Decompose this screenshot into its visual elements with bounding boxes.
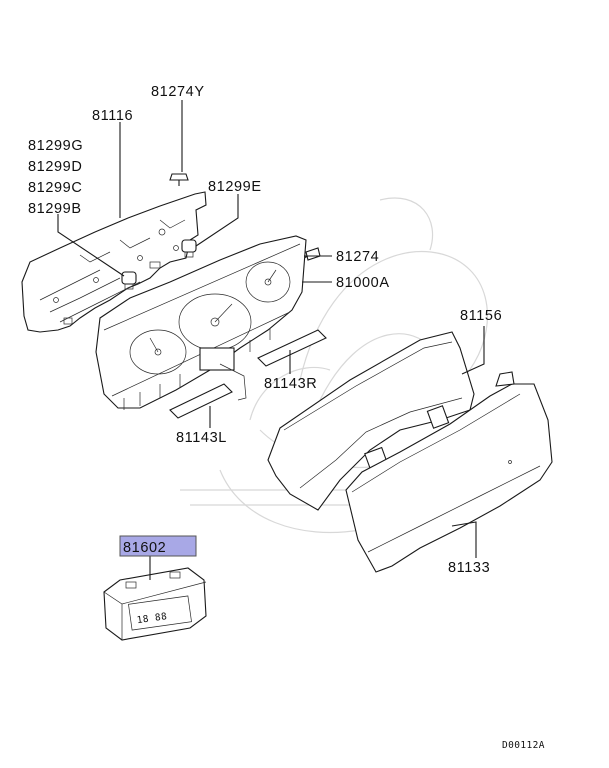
label-81274y[interactable]: 81274Y <box>151 84 205 100</box>
label-81299g[interactable]: 81299G <box>28 138 83 154</box>
bulb-81299b <box>121 271 137 290</box>
label-81143l[interactable]: 81143L <box>176 430 227 446</box>
lens-strip-81143l <box>169 383 233 419</box>
label-81299e[interactable]: 81299E <box>208 179 262 195</box>
clock-display-readout: 18 88 <box>136 611 168 626</box>
label-81299d[interactable]: 81299D <box>28 159 82 175</box>
label-81133[interactable]: 81133 <box>448 560 490 576</box>
lens-strip-81143r <box>257 329 327 367</box>
label-81299b[interactable]: 81299B <box>28 201 82 217</box>
label-81299c[interactable]: 81299C <box>28 180 82 196</box>
clock-unit-81602: 18 88 <box>103 567 207 641</box>
label-81143r[interactable]: 81143R <box>264 376 317 392</box>
meter-assembly <box>95 235 307 410</box>
label-81116[interactable]: 81116 <box>92 108 133 124</box>
diagram-code: D00112A <box>502 740 545 751</box>
leader-lines <box>57 100 485 580</box>
part-highlight-box <box>119 535 197 557</box>
label-81602[interactable]: 81602 <box>123 540 166 556</box>
printed-circuit-board <box>21 191 207 333</box>
label-81274[interactable]: 81274 <box>336 249 379 265</box>
screw-81274y <box>169 173 189 186</box>
meter-glass-81133 <box>345 371 553 573</box>
label-81156[interactable]: 81156 <box>460 308 502 324</box>
label-81000a[interactable]: 81000A <box>336 275 390 291</box>
